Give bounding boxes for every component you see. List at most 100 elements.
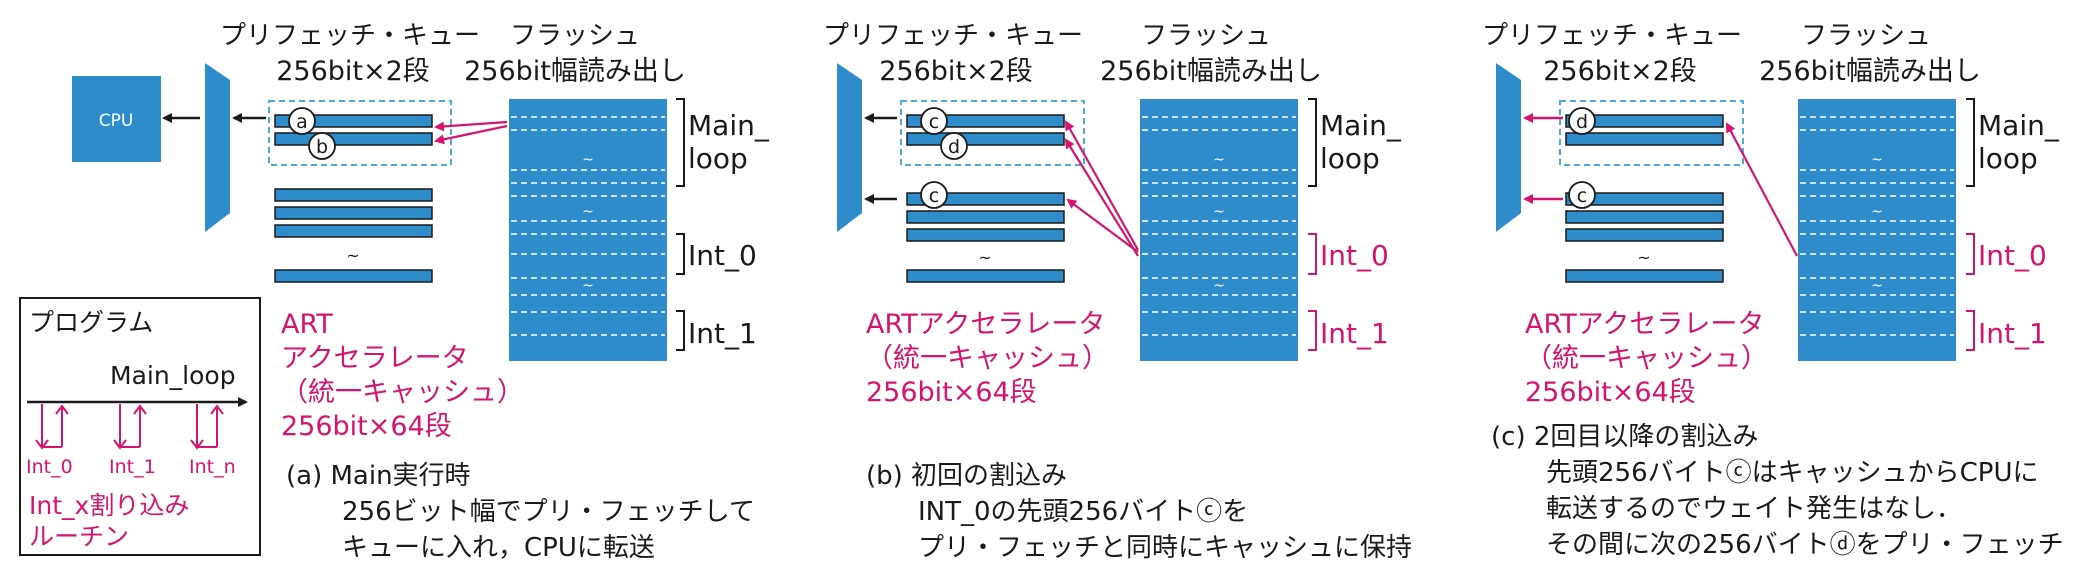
caption-line: 先頭256バイトⓒはキャッシュからCPUに [1546, 458, 2039, 488]
panel-c: プリフェッチ・キュー 256bit×2段 フラッシュ 256bit幅読み出し d… [1482, 21, 2064, 560]
queue-slot [1565, 132, 1724, 146]
flash-label: フラッシュ [1141, 21, 1271, 51]
svg-text:~: ~ [1637, 248, 1650, 267]
circle-marker [1568, 181, 1596, 209]
svg-text:~: ~ [582, 204, 594, 220]
flash-label: フラッシュ [1801, 21, 1931, 51]
interrupt-branches [35, 404, 224, 450]
flash-to-queue-arrows [1064, 120, 1139, 257]
prefetch-queue-box [900, 100, 1085, 166]
svg-text:~: ~ [582, 278, 594, 294]
mux-block [205, 63, 230, 232]
int0-label: Int_0 [688, 239, 757, 272]
circle-marker [288, 107, 316, 135]
program-title: プログラム [29, 308, 153, 337]
cpu-label: CPU [99, 111, 134, 131]
prefetch-queue-label: プリフェッチ・キュー [220, 21, 480, 51]
routine-label-2: ルーチン [29, 522, 129, 551]
flash-block [1798, 99, 1956, 361]
int1-label: Int_1 [1320, 317, 1389, 350]
cpu-block [72, 76, 161, 162]
int1-label: Int_1 [688, 317, 757, 350]
flash-width-label: 256bit幅読み出し [1759, 56, 1981, 87]
program-box: プログラム Main_loop Int_0 Int_1 Int_n Int_x割… [19, 297, 261, 556]
caption-line: その間に次の256バイトⓓをプリ・フェッチ [1546, 530, 2064, 560]
main-loop-label-2: loop [1978, 142, 2038, 175]
flash-tilde-marks: ~ ~ ~ [1213, 152, 1225, 294]
svg-text:~: ~ [978, 248, 991, 267]
flash-width-label: 256bit幅読み出し [464, 56, 686, 87]
panel-a: プリフェッチ・キュー 256bit×2段 フラッシュ 256bit幅読み出し C… [72, 21, 770, 563]
main-loop-bracket [1966, 98, 1975, 187]
int1-text: Int_1 [109, 456, 156, 478]
program-box-frame [19, 297, 261, 556]
prefetch-queue-size: 256bit×2段 [1543, 56, 1697, 87]
flash-tilde-marks: ~ ~ ~ [582, 152, 594, 294]
art-label: アクセラレータ [281, 343, 469, 374]
caption-title: (b) 初回の割込み [866, 461, 1067, 491]
circle-label: c [929, 111, 939, 133]
art-label: （統一キャッシュ） [1525, 343, 1768, 374]
svg-text:~: ~ [1871, 204, 1883, 220]
flash-to-queue-arrow [1726, 122, 1798, 257]
art-cache-stack: ~ [1565, 192, 1724, 283]
art-label: ARTアクセラレータ [1525, 309, 1764, 340]
main-loop-label: Main_ [688, 109, 770, 142]
circle-label: c [1577, 185, 1587, 207]
panel-b: プリフェッチ・キュー 256bit×2段 フラッシュ 256bit幅読み出し c… [823, 21, 1412, 563]
svg-text:~: ~ [1213, 152, 1225, 168]
caption-line: 256ビット幅でプリ・フェッチして [342, 497, 755, 527]
int1-bracket [1308, 310, 1317, 351]
svg-text:~: ~ [1871, 152, 1883, 168]
prefetch-queue-label: プリフェッチ・キュー [1482, 21, 1742, 51]
main-loop-label: Main_ [1978, 109, 2060, 142]
flash-block [509, 99, 667, 361]
main-loop-bracket [676, 98, 685, 187]
svg-text:~: ~ [582, 152, 594, 168]
art-label: ART [281, 309, 333, 340]
caption-title: (c) 2回目以降の割込み [1491, 422, 1758, 452]
int1-bracket [1966, 310, 1975, 351]
queue-slot [274, 132, 433, 146]
int0-label: Int_0 [1320, 239, 1389, 272]
prefetch-queue-box [268, 100, 452, 166]
caption-line: INT_0の先頭256バイトⓒを [918, 497, 1248, 527]
prefetch-queue-size: 256bit×2段 [276, 56, 430, 87]
flash-tilde-marks: ~ ~ ~ [1871, 152, 1883, 294]
int0-bracket [676, 233, 685, 275]
flash-block [1140, 99, 1298, 361]
circle-label: d [948, 136, 960, 158]
caption-title: (a) Main実行時 [286, 461, 471, 491]
main-loop-label: Main_ [1320, 109, 1402, 142]
circle-label: b [316, 136, 328, 158]
mux-block [1496, 63, 1521, 232]
circle-label: c [929, 185, 939, 207]
flash-rows [511, 116, 665, 336]
circle-marker [1568, 107, 1596, 135]
flash-rows [1800, 116, 1954, 336]
circle-marker [308, 132, 336, 160]
int0-bracket [1966, 233, 1975, 275]
prefetch-queue-box [1559, 100, 1744, 166]
caption-line: キューに入れ，CPUに転送 [342, 533, 655, 563]
circle-label: d [1576, 111, 1588, 133]
circle-marker [940, 132, 968, 160]
art-label: ARTアクセラレータ [866, 309, 1105, 340]
flash-to-queue-arrow [434, 120, 508, 132]
art-label: 256bit×64段 [1525, 377, 1696, 408]
queue-slot [906, 132, 1065, 146]
svg-text:~: ~ [1871, 278, 1883, 294]
caption-line: プリ・フェッチと同時にキャッシュに保持 [918, 533, 1412, 563]
mux-block [837, 63, 862, 232]
main-loop-label-2: loop [688, 142, 748, 175]
flash-rows [1142, 116, 1296, 336]
int0-bracket [1308, 233, 1317, 275]
intn-text: Int_n [189, 456, 236, 478]
flash-label: フラッシュ [510, 21, 640, 51]
flash-width-label: 256bit幅読み出し [1100, 56, 1322, 87]
int1-label: Int_1 [1978, 317, 2047, 350]
svg-text:~: ~ [1213, 278, 1225, 294]
svg-text:~: ~ [1213, 204, 1225, 220]
main-loop-label-2: loop [1320, 142, 1380, 175]
